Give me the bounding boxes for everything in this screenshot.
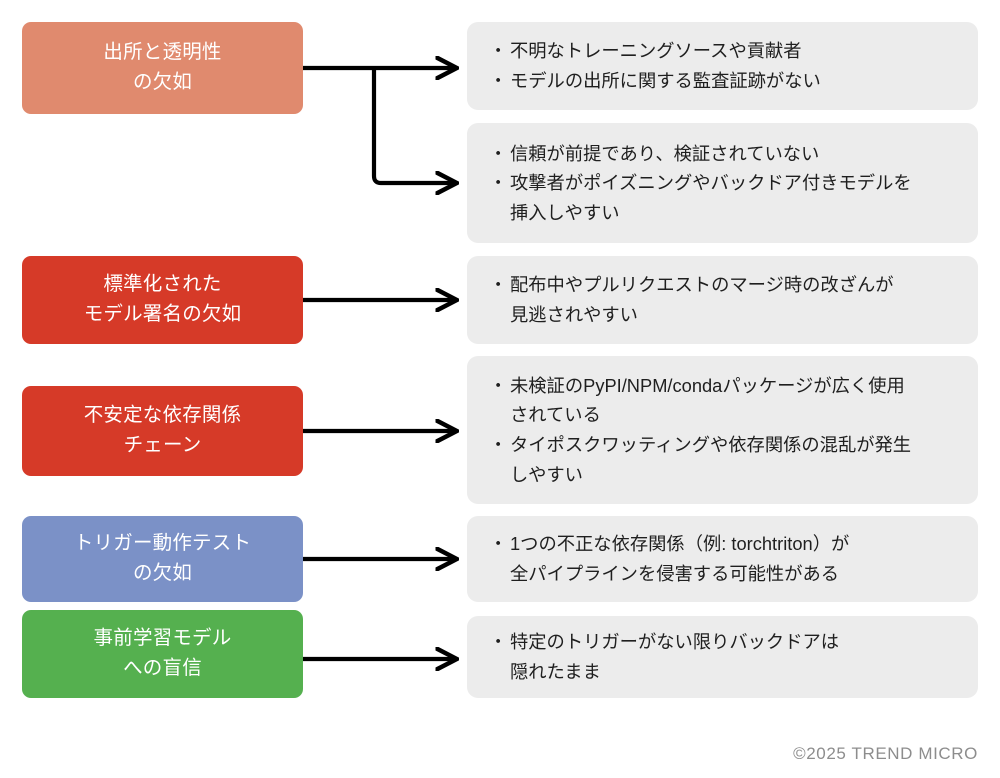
detail-blind-trust: 特定のトリガーがない限りバックドアは 隠れたまま — [467, 616, 978, 698]
detail-model-signing: 配布中やプルリクエストのマージ時の改ざんが 見逃されやすい — [467, 256, 978, 344]
node-model-signing-line-2: モデル署名の欠如 — [83, 303, 242, 325]
detail-dependency-chain-bullet-2: タイポスクワッティングや依存関係の混乱が発生 しやすい — [489, 430, 956, 489]
detail-blind-trust-bullet-1: 特定のトリガーがない限りバックドアは 隠れたまま — [489, 627, 956, 686]
detail-trigger-test-bullet-1: 1つの不正な依存関係（例: torchtriton）が 全パイプラインを侵害する… — [489, 529, 956, 588]
node-blind-trust-line-2: への盲信 — [123, 657, 202, 679]
node-trigger-test-line-2: の欠如 — [132, 562, 193, 584]
detail-provenance-2: 信頼が前提であり、検証されていない攻撃者がポイズニングやバックドア付きモデルを … — [467, 123, 978, 243]
detail-provenance-1: 不明なトレーニングソースや貢献者モデルの出所に関する監査証跡がない — [467, 22, 978, 110]
detail-provenance-1-bullet-2: モデルの出所に関する監査証跡がない — [489, 66, 956, 96]
node-dependency-chain-line-1: 不安定な依存関係 — [83, 404, 242, 427]
detail-dependency-chain-bullet-1: 未検証のPyPI/NPM/condaパッケージが広く使用 されている — [489, 371, 956, 430]
detail-provenance-1-bullet-1: 不明なトレーニングソースや貢献者 — [489, 36, 956, 66]
detail-provenance-2-bullet-2: 攻撃者がポイズニングやバックドア付きモデルを 挿入しやすい — [489, 168, 956, 227]
node-model-signing[interactable]: 標準化されたモデル署名の欠如 — [22, 256, 303, 344]
node-provenance-line-2: の欠如 — [132, 71, 193, 93]
connector-provenance-branch — [303, 68, 455, 183]
detail-trigger-test: 1つの不正な依存関係（例: torchtriton）が 全パイプラインを侵害する… — [467, 516, 978, 602]
node-dependency-chain-line-2: チェーン — [123, 434, 202, 456]
node-provenance-line-1: 出所と透明性 — [103, 41, 222, 64]
node-trigger-test-line-1: トリガー動作テスト — [73, 532, 252, 555]
node-blind-trust-line-1: 事前学習モデル — [93, 627, 232, 650]
detail-dependency-chain: 未検証のPyPI/NPM/condaパッケージが広く使用 されているタイポスクワ… — [467, 356, 978, 504]
node-model-signing-line-1: 標準化された — [103, 273, 222, 296]
node-trigger-test[interactable]: トリガー動作テストの欠如 — [22, 516, 303, 602]
detail-provenance-2-bullet-1: 信頼が前提であり、検証されていない — [489, 139, 956, 169]
copyright-notice: ©2025 TREND MICRO — [793, 744, 978, 763]
node-provenance[interactable]: 出所と透明性の欠如 — [22, 22, 303, 114]
detail-model-signing-bullet-1: 配布中やプルリクエストのマージ時の改ざんが 見逃されやすい — [489, 270, 956, 329]
node-blind-trust[interactable]: 事前学習モデルへの盲信 — [22, 610, 303, 698]
node-dependency-chain[interactable]: 不安定な依存関係チェーン — [22, 386, 303, 476]
